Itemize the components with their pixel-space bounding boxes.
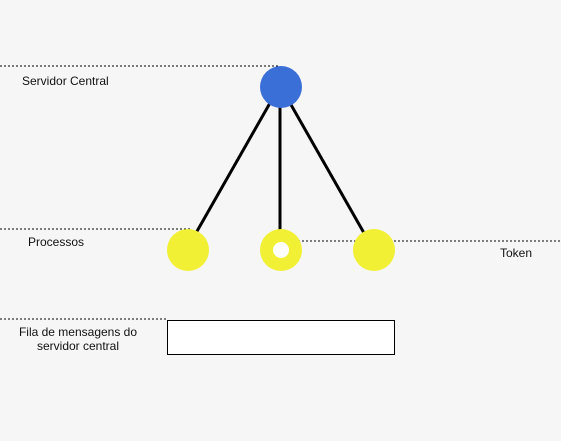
process-node-3 bbox=[353, 229, 395, 271]
process-node-1 bbox=[167, 229, 209, 271]
queue-label: Fila de mensagens do servidor central bbox=[18, 325, 138, 353]
server-node bbox=[260, 66, 302, 108]
server-label: Servidor Central bbox=[22, 74, 109, 88]
edge-server-process-1 bbox=[194, 102, 272, 234]
token-marker bbox=[273, 242, 289, 258]
processes-label: Processos bbox=[28, 235, 85, 249]
token-label: Token bbox=[500, 246, 533, 260]
edge-server-process-3 bbox=[288, 102, 366, 234]
message-queue-box bbox=[167, 320, 395, 355]
